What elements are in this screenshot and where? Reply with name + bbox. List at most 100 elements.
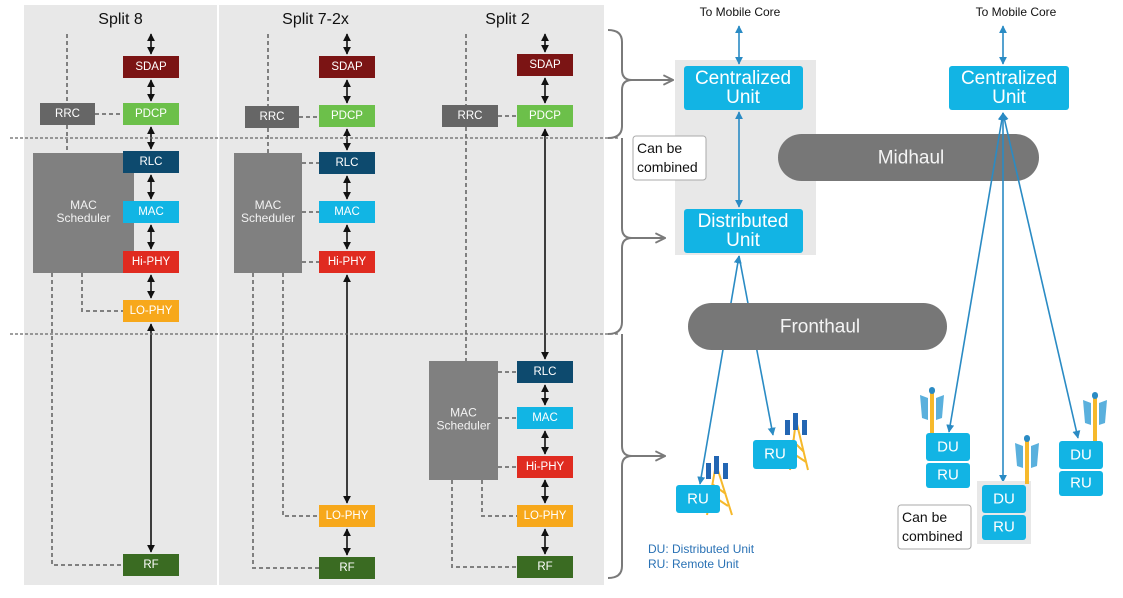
antenna-icon bbox=[1015, 435, 1039, 484]
split-panel-2: Split 7-2xRRCMACSchedulerSDAPPDCPRLCMACH… bbox=[219, 5, 412, 585]
rrc-label: RRC bbox=[260, 111, 285, 123]
ru-box-1[interactable] bbox=[676, 485, 720, 513]
hiphy-label: Hi-PHY bbox=[328, 256, 367, 268]
pdcp-label: PDCP bbox=[529, 110, 561, 122]
rlc-block[interactable] bbox=[123, 151, 179, 173]
mac-scheduler-label-2: Scheduler bbox=[241, 211, 295, 225]
mac-block[interactable] bbox=[319, 201, 375, 223]
mac-scheduler-label-1: MAC bbox=[70, 198, 97, 212]
rrc-block[interactable] bbox=[40, 103, 95, 125]
split-panel-1: Split 8RRCMACSchedulerSDAPPDCPRLCMACHi-P… bbox=[24, 5, 217, 585]
brace-cu bbox=[607, 29, 633, 139]
mac-block[interactable] bbox=[123, 201, 179, 223]
mac-scheduler-label-2: Scheduler bbox=[56, 211, 110, 225]
rlc-block[interactable] bbox=[517, 361, 573, 383]
combined-note-right-line1: Can be bbox=[902, 509, 947, 525]
hiphy-block[interactable] bbox=[319, 251, 375, 273]
centralized-unit-right[interactable] bbox=[949, 66, 1069, 110]
mac-scheduler-block[interactable] bbox=[429, 361, 498, 480]
ru-site-1: RU bbox=[676, 456, 733, 516]
core-label-right: To Mobile Core bbox=[976, 5, 1057, 19]
mac-label: MAC bbox=[532, 412, 558, 424]
midhaul-link-1 bbox=[946, 112, 1006, 433]
distributed-unit-left[interactable] bbox=[684, 209, 803, 253]
lophy-block[interactable] bbox=[517, 505, 573, 527]
ru-label-r3: RU bbox=[1070, 475, 1092, 492]
fronthaul-label: Fronthaul bbox=[780, 317, 860, 338]
rf-block[interactable] bbox=[319, 557, 375, 579]
cu-left-line1: Centralized bbox=[695, 68, 791, 89]
split-panel-bg bbox=[411, 5, 604, 585]
mac-scheduler-block[interactable] bbox=[234, 153, 302, 273]
split-panel-bg bbox=[219, 5, 412, 585]
cu-left-line2: Unit bbox=[726, 87, 761, 108]
du-label-1: DU bbox=[937, 439, 959, 456]
ru-box-r2[interactable] bbox=[982, 515, 1026, 540]
du-box-3[interactable] bbox=[1059, 441, 1103, 469]
mac-block[interactable] bbox=[517, 407, 573, 429]
pdcp-block[interactable] bbox=[123, 103, 179, 125]
mac-scheduler-block[interactable] bbox=[33, 153, 134, 273]
hiphy-block[interactable] bbox=[123, 251, 179, 273]
rrc-block[interactable] bbox=[245, 106, 299, 128]
pdcp-label: PDCP bbox=[135, 108, 167, 120]
split-title: Split 2 bbox=[485, 11, 530, 28]
du-box-2[interactable] bbox=[982, 485, 1026, 513]
du-ru-site-2: DU RU bbox=[977, 435, 1039, 544]
lophy-label: LO-PHY bbox=[326, 510, 369, 522]
rlc-label: RLC bbox=[335, 157, 358, 169]
fronthaul-link-1 bbox=[697, 255, 742, 485]
hiphy-block[interactable] bbox=[517, 456, 573, 478]
lophy-label: LO-PHY bbox=[524, 510, 567, 522]
brace-ru bbox=[607, 334, 633, 579]
split-panel-3: Split 2RRCMACSchedulerSDAPPDCPRLCMACHi-P… bbox=[411, 5, 604, 585]
ru-box-r3[interactable] bbox=[1059, 471, 1103, 496]
sdap-block[interactable] bbox=[517, 54, 573, 76]
combined-note-right-line2: combined bbox=[902, 528, 963, 544]
ru-label-1: RU bbox=[687, 491, 709, 508]
mac-scheduler-label-1: MAC bbox=[450, 406, 477, 420]
split-title: Split 8 bbox=[98, 11, 143, 28]
sdap-block[interactable] bbox=[123, 56, 179, 78]
rlc-label: RLC bbox=[533, 366, 556, 378]
lophy-block[interactable] bbox=[123, 300, 179, 322]
control-connector bbox=[81, 273, 123, 312]
ru-box-2[interactable] bbox=[753, 440, 797, 469]
sdap-label: SDAP bbox=[529, 59, 561, 71]
rf-label: RF bbox=[143, 559, 158, 571]
ru-box-r1[interactable] bbox=[926, 463, 970, 488]
du-ru-site-1: DU RU bbox=[920, 387, 970, 488]
combined-note-right bbox=[897, 504, 972, 550]
rrc-block[interactable] bbox=[442, 105, 498, 127]
rf-block[interactable] bbox=[517, 556, 573, 578]
brace-du bbox=[607, 138, 633, 335]
pdcp-block[interactable] bbox=[319, 105, 375, 127]
legend-du: DU: Distributed Unit bbox=[648, 542, 755, 556]
mac-scheduler-label-2: Scheduler bbox=[436, 419, 490, 433]
sdap-label: SDAP bbox=[135, 61, 167, 73]
control-connector bbox=[282, 273, 319, 517]
sdap-block[interactable] bbox=[319, 56, 375, 78]
legend-ru: RU: Remote Unit bbox=[648, 557, 739, 571]
ru-label-r2: RU bbox=[993, 519, 1015, 536]
control-connector bbox=[252, 273, 319, 569]
du-box-1[interactable] bbox=[926, 433, 970, 461]
pdcp-block[interactable] bbox=[517, 105, 573, 127]
centralized-unit-left[interactable] bbox=[684, 66, 803, 110]
combined-note-left bbox=[632, 135, 707, 181]
rlc-label: RLC bbox=[139, 156, 162, 168]
hiphy-label: Hi-PHY bbox=[526, 461, 565, 473]
cu-right-line2: Unit bbox=[992, 87, 1027, 108]
rlc-block[interactable] bbox=[319, 152, 375, 174]
split-title: Split 7-2x bbox=[282, 11, 349, 28]
mac-scheduler-label-1: MAC bbox=[255, 198, 282, 212]
split-panel-bg bbox=[24, 5, 217, 585]
control-connector bbox=[451, 480, 517, 568]
lophy-block[interactable] bbox=[319, 505, 375, 527]
combined-note-left-line2: combined bbox=[637, 159, 698, 175]
ru-label-2: RU bbox=[764, 446, 786, 463]
control-connector bbox=[481, 480, 517, 517]
antenna-icon bbox=[1083, 392, 1107, 441]
rrc-label: RRC bbox=[458, 110, 483, 122]
rf-block[interactable] bbox=[123, 554, 179, 576]
